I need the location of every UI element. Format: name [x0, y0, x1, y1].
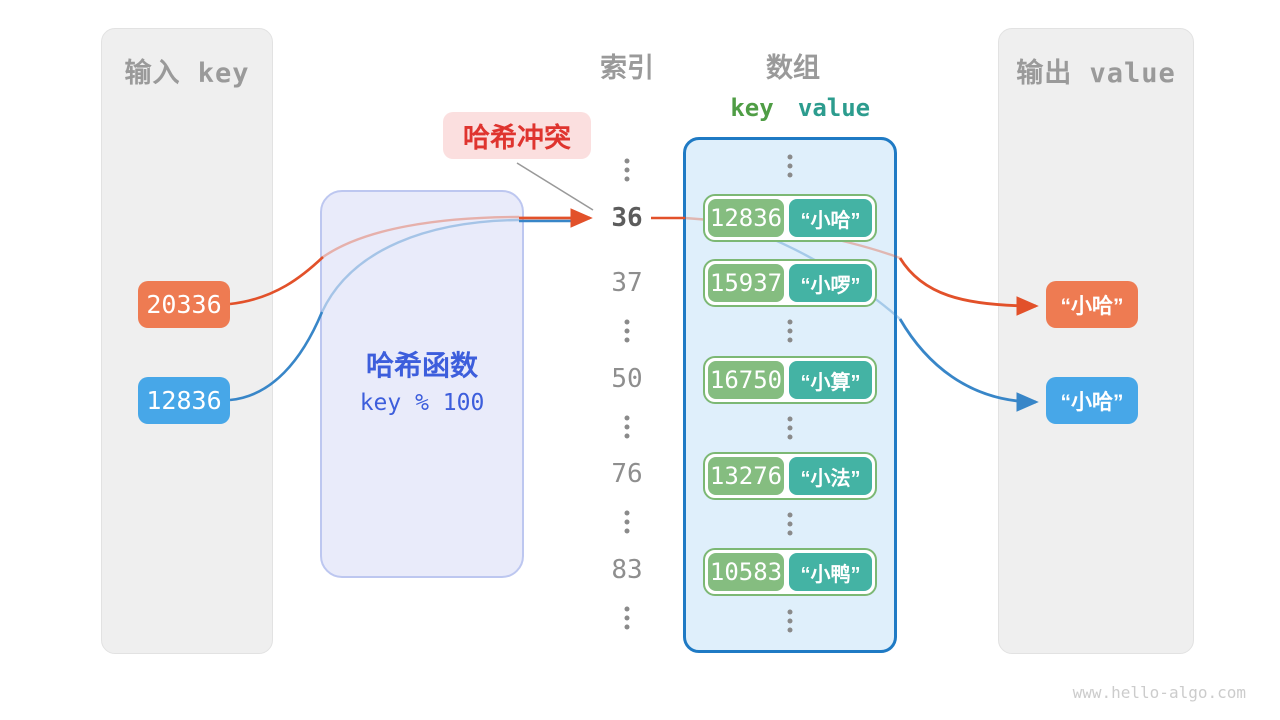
input-panel-title: 输入 key	[124, 58, 250, 89]
input-key-box-20336: 20336	[138, 281, 230, 328]
pair-key: 12836	[708, 199, 784, 237]
pair-key: 13276	[708, 457, 784, 495]
input-panel: 输入 key	[101, 28, 273, 654]
watermark: www.hello-algo.com	[1072, 683, 1246, 702]
ellipsis-dots	[787, 416, 793, 440]
array-value-header: value	[797, 94, 871, 122]
ellipsis-dots	[624, 158, 630, 182]
input-key-label: 20336	[146, 290, 222, 319]
pair-value: “小鸭”	[789, 553, 872, 591]
array-row: 10583 “小鸭”	[703, 548, 877, 596]
collision-pointer-line	[516, 162, 594, 211]
ellipsis-dots	[624, 606, 630, 630]
output-value-box-blue: “小哈”	[1046, 377, 1138, 424]
array-row: 15937 “小啰”	[703, 259, 877, 307]
pair-key: 15937	[708, 264, 784, 302]
input-key-box-12836: 12836	[138, 377, 230, 424]
output-value-label: “小哈”	[1060, 390, 1124, 414]
index-76: 76	[611, 459, 643, 489]
pair-key: 16750	[708, 361, 784, 399]
ellipsis-dots	[787, 154, 793, 178]
hash-collision-label: 哈希冲突	[443, 112, 591, 159]
ellipsis-dots	[787, 609, 793, 633]
ellipsis-dots	[787, 512, 793, 536]
output-value-box-orange: “小哈”	[1046, 281, 1138, 328]
array-column-title: 数组	[766, 53, 820, 83]
output-value-label: “小哈”	[1060, 294, 1124, 318]
pair-value: “小法”	[789, 457, 872, 495]
output-panel: 输出 value	[998, 28, 1194, 654]
pair-value: “小算”	[789, 361, 872, 399]
array-row: 12836 “小哈”	[703, 194, 877, 242]
hash-function-box: 哈希函数 key % 100	[320, 190, 524, 578]
array-row: 16750 “小算”	[703, 356, 877, 404]
index-83: 83	[611, 555, 643, 585]
index-50: 50	[611, 364, 643, 394]
index-column-title: 索引	[600, 53, 654, 83]
ellipsis-dots	[624, 510, 630, 534]
ellipsis-dots	[624, 319, 630, 343]
array-key-header: key	[730, 94, 774, 122]
output-panel-title: 输出 value	[1016, 58, 1176, 89]
input-key-label: 12836	[146, 386, 222, 415]
ellipsis-dots	[624, 415, 630, 439]
pair-value: “小啰”	[789, 264, 872, 302]
pair-value: “小哈”	[789, 199, 872, 237]
index-37: 37	[611, 268, 643, 298]
array-row: 13276 “小法”	[703, 452, 877, 500]
ellipsis-dots	[787, 319, 793, 343]
index-36: 36	[611, 203, 643, 233]
pair-key: 10583	[708, 553, 784, 591]
hash-function-title: 哈希函数	[365, 350, 478, 381]
hash-function-formula: key % 100	[359, 390, 485, 416]
